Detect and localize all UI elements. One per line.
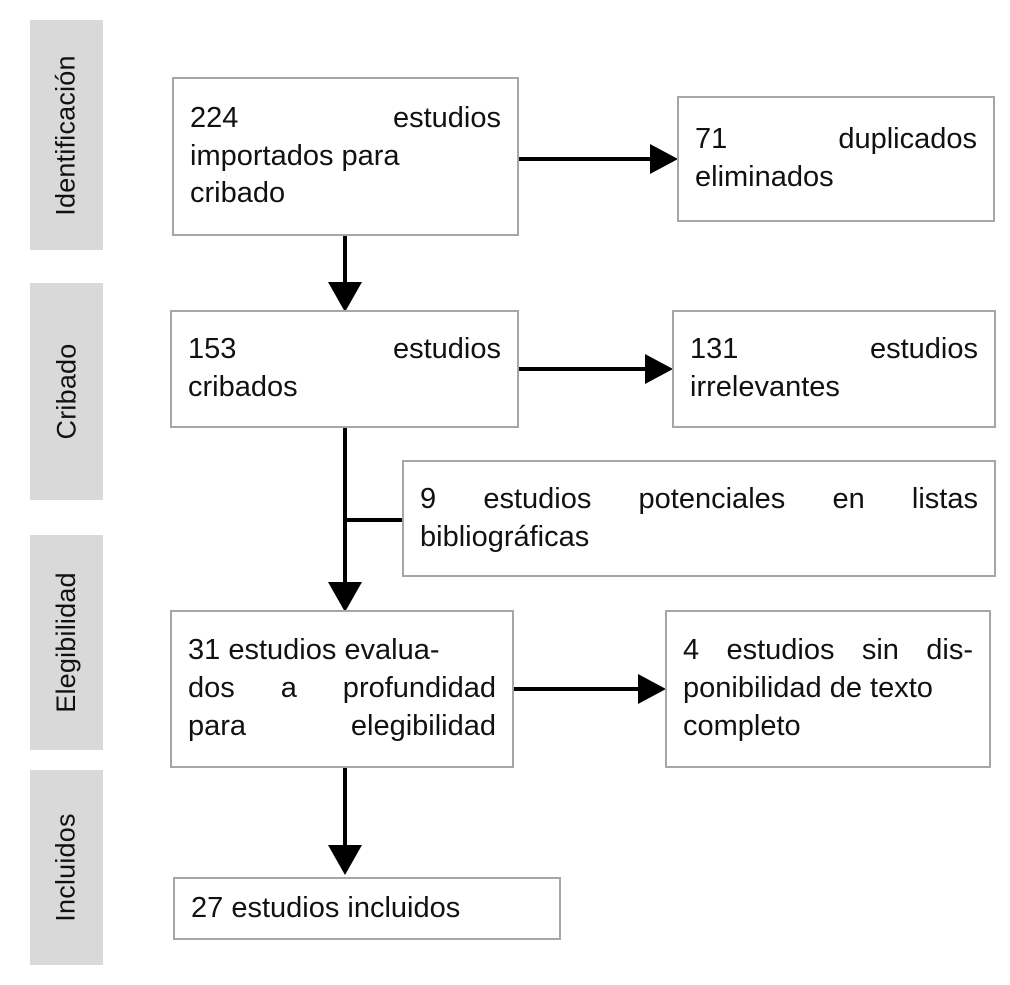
box-line: para elegibilidad <box>188 709 496 742</box>
box-reference-lists-text: 9 estudios potenciales en listas bibliog… <box>404 481 994 556</box>
box-irrelevant-text: 131 estudios irrelevantes <box>674 331 994 406</box>
box-assessed[interactable]: 31 estudios evalua- dos a profundidad pa… <box>170 610 514 768</box>
box-line: ponibilidad de texto <box>683 672 933 705</box>
phase-label-text: Cribado <box>51 343 82 440</box>
phase-label-text: Identificación <box>51 54 81 216</box>
box-duplicates-removed-text: 71 duplicados eliminados <box>679 121 993 196</box>
box-line: 224 estudios <box>190 101 501 134</box>
connector-imported-to-screened <box>343 236 347 288</box>
phase-label-identificacion: Identificación <box>30 20 103 250</box>
box-line: 27 estudios incluidos <box>191 891 461 924</box>
box-line: 153 estudios <box>188 333 501 366</box>
connector-screened-to-assessed <box>343 428 347 588</box>
box-imported[interactable]: 224 estudios importados para cribado <box>172 77 519 236</box>
box-line: dos a profundidad <box>188 672 496 705</box>
box-line: 71 duplicados <box>695 123 977 156</box>
box-line: irrelevantes <box>690 371 840 403</box>
box-line: eliminados <box>695 161 834 193</box>
box-included[interactable]: 27 estudios incluidos <box>173 877 561 940</box>
box-no-fulltext[interactable]: 4 estudios sin dis- ponibilidad de texto… <box>665 610 991 768</box>
phase-label-cribado: Cribado <box>30 283 103 500</box>
phase-label-elegibilidad: Elegibilidad <box>30 535 103 750</box>
box-no-fulltext-text: 4 estudios sin dis- ponibilidad de texto… <box>667 632 989 745</box>
connector-screened-to-irrelevant <box>519 367 651 371</box>
box-line: 4 estudios sin dis- <box>683 634 973 667</box>
box-line: 31 estudios evalua- <box>188 634 440 667</box>
arrowhead-assessed-to-no-fulltext <box>638 674 666 704</box>
box-assessed-text: 31 estudios evalua- dos a profundidad pa… <box>172 632 512 745</box>
box-line: 131 estudios <box>690 333 978 366</box>
box-imported-text: 224 estudios importados para cribado <box>174 100 517 213</box>
box-reference-lists[interactable]: 9 estudios potenciales en listas bibliog… <box>402 460 996 577</box>
box-line: cribados <box>188 371 298 403</box>
arrowhead-screened-to-irrelevant <box>645 354 673 384</box>
box-included-text: 27 estudios incluidos <box>175 890 559 928</box>
box-screened-text: 153 estudios cribados <box>172 331 517 406</box>
arrowhead-imported-to-screened <box>328 282 362 312</box>
connector-imported-to-duplicates <box>519 157 656 161</box>
box-screened[interactable]: 153 estudios cribados <box>170 310 519 428</box>
box-duplicates-removed[interactable]: 71 duplicados eliminados <box>677 96 995 222</box>
connector-reference-lists-junction <box>345 518 404 522</box>
box-irrelevant[interactable]: 131 estudios irrelevantes <box>672 310 996 428</box>
box-line: completo <box>683 709 801 742</box>
connector-assessed-to-no-fulltext <box>514 687 644 691</box>
box-line: bibliográficas <box>420 520 590 553</box>
arrowhead-assessed-to-included <box>328 845 362 875</box>
phase-label-incluidos: Incluidos <box>30 770 103 965</box>
box-line: 9 estudios potenciales en listas <box>420 482 978 515</box>
arrowhead-screened-to-assessed <box>328 582 362 612</box>
box-line: cribado <box>190 177 286 210</box>
connector-assessed-to-included <box>343 768 347 848</box>
phase-label-text: Incluidos <box>51 813 81 922</box>
arrowhead-imported-to-duplicates <box>650 144 678 174</box>
phase-label-text: Elegibilidad <box>51 572 81 713</box>
box-line: importados para <box>190 139 400 172</box>
